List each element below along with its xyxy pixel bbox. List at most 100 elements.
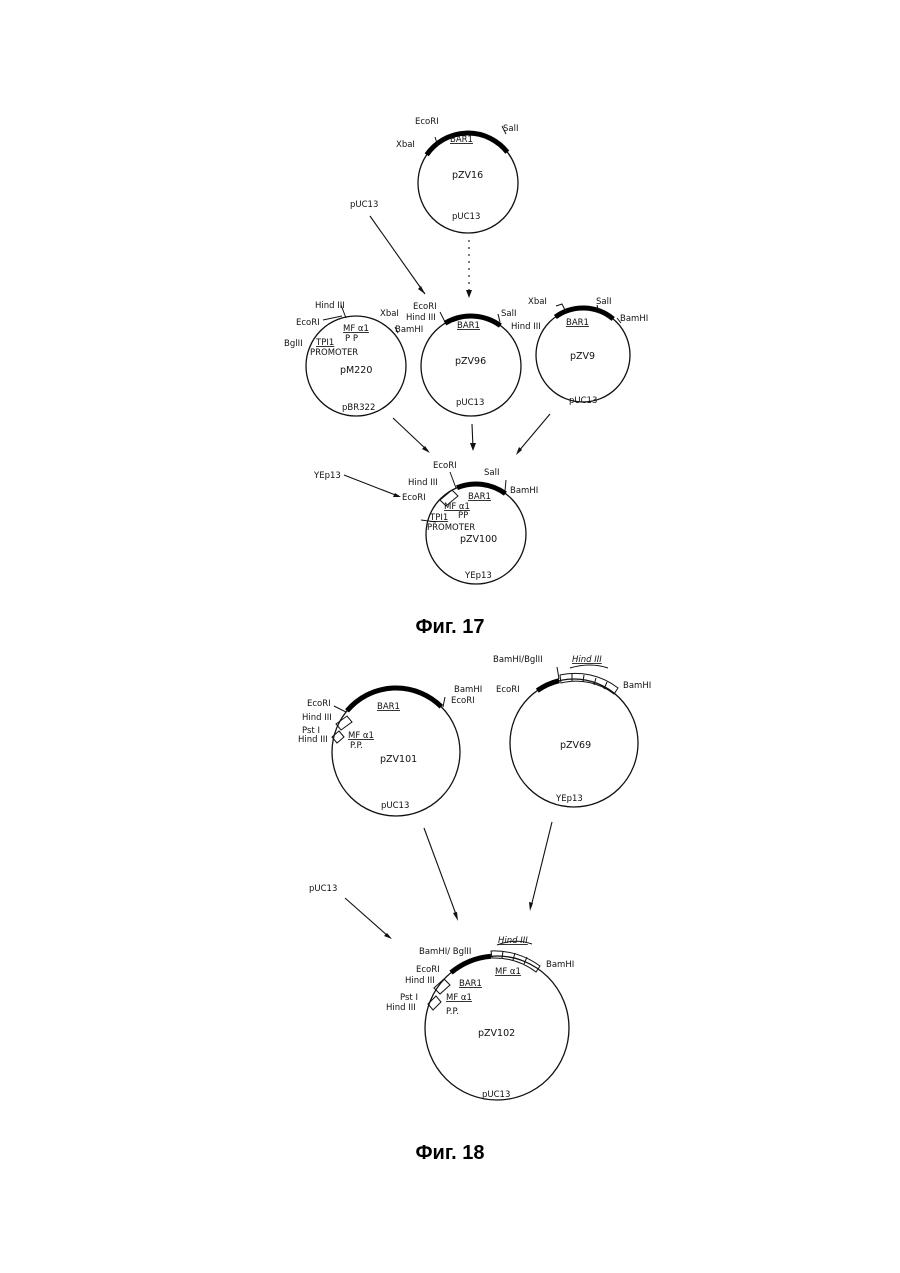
- pzv69-name: pZV69: [560, 740, 591, 751]
- arrow-pzv69-to-pzv102: [531, 822, 552, 907]
- pzv96-bar1-label: BAR1: [457, 321, 480, 331]
- puc13-source-label-17: pUC13: [350, 200, 378, 210]
- pzv100-promoter-label: PROMOTER: [427, 523, 475, 533]
- pzv69-vector: YEp13: [555, 794, 583, 804]
- pzv100-ecori-label: EcoRI: [402, 493, 426, 503]
- arrowhead: [470, 443, 476, 451]
- pzv96-sali-label: SalI: [501, 309, 516, 319]
- pzv102-hindiii-label: Hind III: [405, 976, 435, 986]
- plasmid-pzv69: BamHI/BglII Hind III EcoRI BamHI pZV69 Y…: [493, 655, 651, 807]
- pm220-vector: pBR322: [342, 403, 375, 413]
- pm220-mf-label: MF α1: [343, 324, 369, 334]
- pm220-promoter-label: PROMOTER: [310, 348, 358, 358]
- pzv102-bamhi-label: BamHI: [546, 960, 574, 970]
- yep13-source-label: YEp13: [313, 471, 341, 481]
- pzv101-bar1-label: BAR1: [377, 702, 400, 712]
- plasmid-pzv101: EcoRI Hind III Pst I Hind III BamHI EcoR…: [298, 685, 482, 816]
- pzv102-hindiii2-label: Hind III: [386, 1003, 416, 1013]
- pzv102-vector: pUC13: [482, 1090, 510, 1100]
- pzv102-psti-label: Pst I: [400, 993, 418, 1003]
- pzv9-name: pZV9: [570, 351, 595, 362]
- plasmid-pzv96: EcoRI Hind III SalI BAR1 pZV96 pUC13: [406, 302, 521, 416]
- pzv101-mf-label: MF α1: [348, 731, 374, 741]
- arrowhead: [453, 912, 458, 921]
- pm220-name: pM220: [340, 365, 372, 376]
- pzv16-name: pZV16: [452, 170, 483, 181]
- pzv100-vector: YEp13: [464, 571, 492, 581]
- pzv16-vector: pUC13: [452, 212, 480, 222]
- plasmid-pzv9: XbaI SalI Hind III BamHI BAR1 pZV9 pUC13: [511, 297, 648, 406]
- pm220-hindiii-label: Hind III: [315, 301, 345, 311]
- arrowhead: [529, 902, 533, 911]
- pzv100-ecori-top-label: EcoRI: [433, 461, 457, 471]
- pzv69-bamhi-bglii-label: BamHI/BglII: [493, 655, 543, 665]
- plasmid-pzv100: EcoRI Hind III SalI BamHI EcoRI BAR1 MF …: [402, 461, 538, 584]
- arrow-pzv9-to-pzv100: [518, 414, 550, 452]
- pzv69-ecori-label: EcoRI: [496, 685, 520, 695]
- pzv69-bamhi-bglii-tick: [557, 667, 559, 679]
- pzv101-ecori-label: EcoRI: [307, 699, 331, 709]
- pzv100-name: pZV100: [460, 534, 497, 545]
- pzv102-name: pZV102: [478, 1028, 515, 1039]
- pzv100-bamhi-label: BamHI: [510, 486, 538, 496]
- arrow-yep13-to-pzv100: [344, 475, 398, 496]
- arrow-puc13-to-pzv102: [345, 898, 389, 937]
- plasmid-pm220: Hind III EcoRI BglII XbaI BamHI MF α1 P …: [284, 301, 423, 416]
- pzv9-hindiii-label: Hind III: [511, 322, 541, 332]
- pm220-pp-label: P P: [345, 334, 358, 344]
- pzv69-ecori-segment: [537, 681, 559, 691]
- puc13-source-label-18: pUC13: [309, 884, 337, 894]
- pzv102-pp-label: P.P.: [446, 1007, 459, 1017]
- pzv101-vector: pUC13: [381, 801, 409, 811]
- pzv102-mf-top-label: MF α1: [495, 967, 521, 977]
- pzv9-sali-label: SalI: [596, 297, 611, 307]
- pzv9-bar1-label: BAR1: [566, 318, 589, 328]
- pzv102-bar1-segment: [451, 956, 491, 972]
- pzv69-hindiii-label: Hind III: [572, 655, 602, 665]
- pm220-bglii-label: BglII: [284, 339, 303, 349]
- pm220-bamhi-label: BamHI: [395, 325, 423, 335]
- pm220-tpi-label: TPI1: [315, 338, 334, 348]
- pzv102-tick-1: [502, 951, 503, 958]
- pzv100-tpi-label: TPI1: [429, 513, 448, 523]
- pzv100-pp-label: PP: [458, 511, 468, 521]
- arrowhead: [393, 493, 401, 497]
- pzv101-pp-label: P.P.: [350, 741, 363, 751]
- figure-17: EcoRI XbaI SalI BAR1 pZV16 pUC13 pUC13 H…: [284, 117, 648, 638]
- arrow-puc13-to-pzv96: [370, 216, 425, 294]
- pzv16-sali-label: SalI: [503, 124, 518, 134]
- pzv96-hindiii-label: Hind III: [406, 313, 436, 323]
- pzv100-sali-label: SalI: [484, 468, 499, 478]
- arrowhead: [418, 286, 425, 294]
- pzv102-bar1-label: BAR1: [459, 979, 482, 989]
- arrow-pzv101-to-pzv102: [424, 828, 457, 917]
- pzv69-bamhi-label: BamHI: [623, 681, 651, 691]
- pzv96-name: pZV96: [455, 356, 486, 367]
- pzv96-vector: pUC13: [456, 398, 484, 408]
- pzv102-mf-label: MF α1: [446, 993, 472, 1003]
- pzv102-bamhi-bglii-label: BamHI/ BglII: [419, 947, 471, 957]
- pzv16-bar1-label: BAR1: [450, 135, 473, 145]
- pzv102-mf-box-a: [434, 979, 450, 994]
- figure-18: EcoRI Hind III Pst I Hind III BamHI EcoR…: [298, 655, 651, 1164]
- pzv101-name: pZV101: [380, 754, 417, 765]
- pzv100-sali-tick: [505, 480, 506, 491]
- pzv102-tick-2: [513, 953, 515, 960]
- pzv16-ecori-label: EcoRI: [415, 117, 439, 127]
- pzv69-tick-2: [583, 675, 584, 682]
- plasmid-pzv16: EcoRI XbaI SalI BAR1 pZV16 pUC13: [396, 117, 518, 233]
- pzv101-hindiii-label: Hind III: [302, 713, 332, 723]
- pzv69-hindiii-insert: [560, 673, 618, 694]
- pzv100-ecori-top-tick: [450, 472, 456, 488]
- pm220-ecori-label: EcoRI: [296, 318, 320, 328]
- pzv102-hindiii-top-label: Hind III: [498, 936, 528, 946]
- pzv101-bamhi-tick: [443, 697, 445, 707]
- pzv69-hindiii-brace: [570, 665, 608, 668]
- pzv96-ecori-label: EcoRI: [413, 302, 437, 312]
- pzv96-ecori-tick: [440, 312, 445, 322]
- pzv102-ecori-label: EcoRI: [416, 965, 440, 975]
- pzv101-bamhi-label: BamHI: [454, 685, 482, 695]
- arrowhead: [466, 290, 472, 298]
- pm220-xbai-label: XbaI: [380, 309, 399, 319]
